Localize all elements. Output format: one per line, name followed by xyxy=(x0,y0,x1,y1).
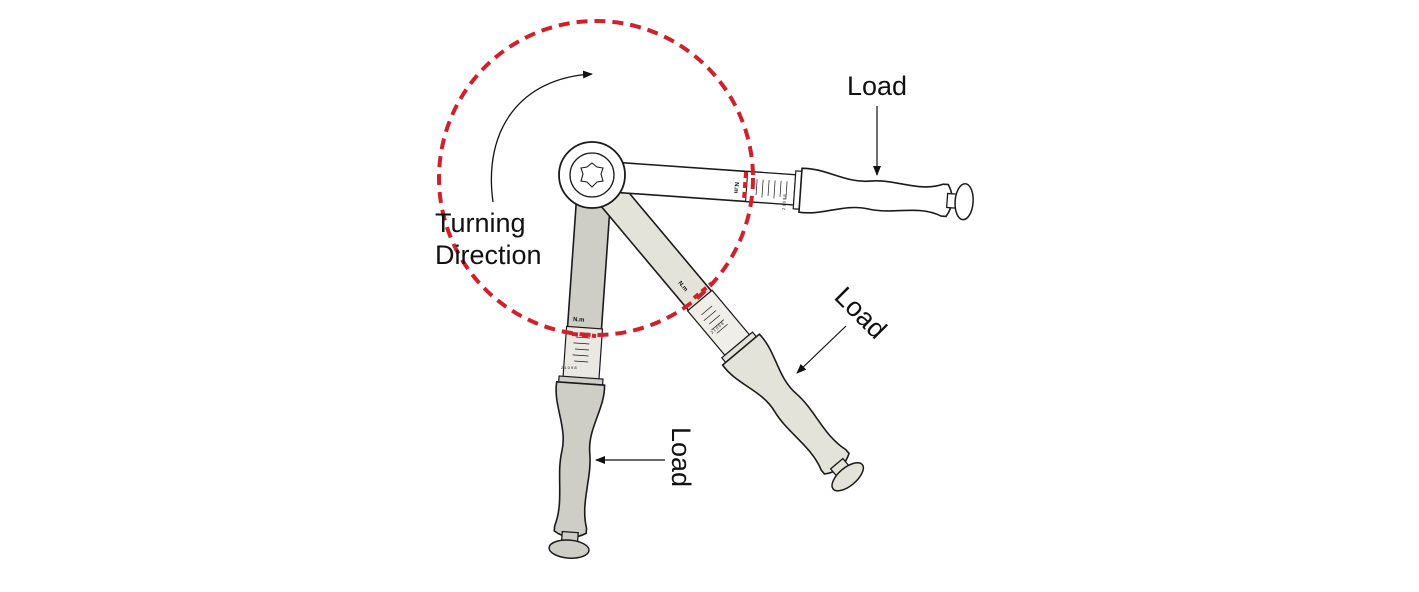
turning-arrow-icon xyxy=(490,70,593,203)
scale-digits-down: 2 1 0 9 8 xyxy=(561,365,577,370)
wrench-down xyxy=(548,195,612,559)
wrench-horizontal xyxy=(617,161,974,221)
ratchet-head xyxy=(558,141,626,209)
load-label-down: Load xyxy=(666,427,696,487)
wrench-diagonal xyxy=(597,182,865,492)
scale-digits-horizontal: 2 1 0 9 8 xyxy=(781,193,787,210)
unit-label-horizontal: N.m xyxy=(732,182,739,194)
turning-direction-label-line2: Direction xyxy=(435,240,542,270)
load-label-horizontal: Load xyxy=(847,71,907,101)
load-arrow-diagonal xyxy=(796,325,847,374)
turning-direction-label-line1: Turning xyxy=(435,208,526,238)
load-label-diagonal: Load xyxy=(829,281,893,345)
unit-label-diagonal: N.m xyxy=(676,280,688,293)
unit-label-down: N.m xyxy=(573,317,585,324)
square-drive-icon xyxy=(580,162,604,188)
turning-circle xyxy=(437,19,755,337)
